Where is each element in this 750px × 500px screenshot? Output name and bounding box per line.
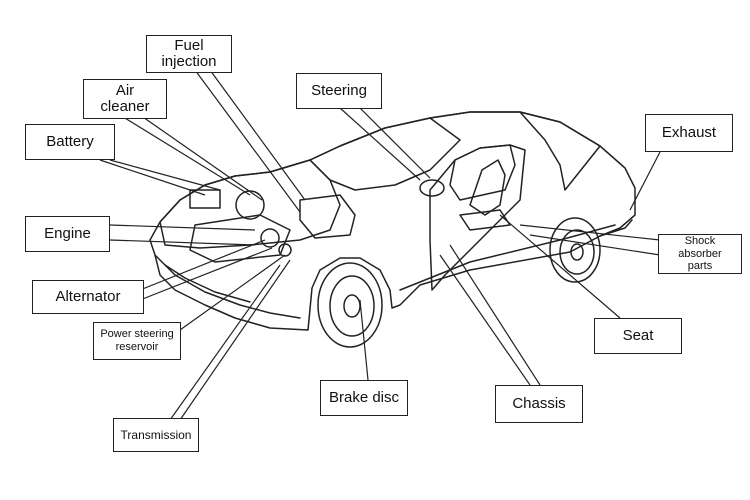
leader-air-cleaner: [119, 114, 251, 196]
rear-window: [519, 111, 601, 191]
seat-shape: [469, 159, 506, 216]
label-chassis: Chassis: [495, 385, 583, 423]
door-window: [449, 144, 516, 201]
label-brake-disc: Brake disc: [320, 380, 408, 416]
label-shock-absorber-parts: Shock absorber parts: [658, 234, 742, 274]
engine-block: [189, 214, 291, 263]
leader-fuel-injection: [209, 69, 306, 201]
label-alternator: Alternator: [32, 280, 144, 314]
rear-wheel: [549, 217, 601, 283]
leader-transmission: [169, 264, 281, 421]
label-engine: Engine: [25, 216, 110, 252]
leader-lines: [99, 69, 661, 421]
leader-power-steering: [179, 254, 286, 331]
steering-wheel: [419, 179, 445, 197]
leader-battery: [99, 159, 206, 196]
leader-exhaust: [629, 151, 661, 211]
label-exhaust: Exhaust: [645, 114, 733, 152]
hood: [159, 159, 341, 249]
leader-engine: [109, 224, 256, 231]
leader-seat: [499, 214, 621, 319]
front-bumper: [154, 254, 301, 319]
leader-alternator: [139, 239, 266, 291]
label-transmission: Transmission: [113, 418, 199, 452]
label-battery: Battery: [25, 124, 115, 160]
alternator: [260, 228, 280, 248]
windshield: [309, 117, 461, 191]
label-seat: Seat: [594, 318, 682, 354]
exhaust-pipe: [599, 219, 633, 237]
label-fuel-injection: Fuel injection: [146, 35, 232, 73]
front-wheel: [317, 262, 383, 348]
roof-line: [429, 111, 601, 147]
label-air-cleaner: Air cleaner: [83, 79, 167, 119]
leader-chassis: [439, 254, 531, 386]
leader-brake-disc: [359, 299, 369, 381]
leader-steering: [339, 107, 421, 181]
label-steering: Steering: [296, 73, 382, 109]
battery-box: [189, 189, 221, 209]
leader-shock-absorber: [519, 224, 661, 241]
label-power-steering-reservoir: Power steering reservoir: [93, 322, 181, 360]
